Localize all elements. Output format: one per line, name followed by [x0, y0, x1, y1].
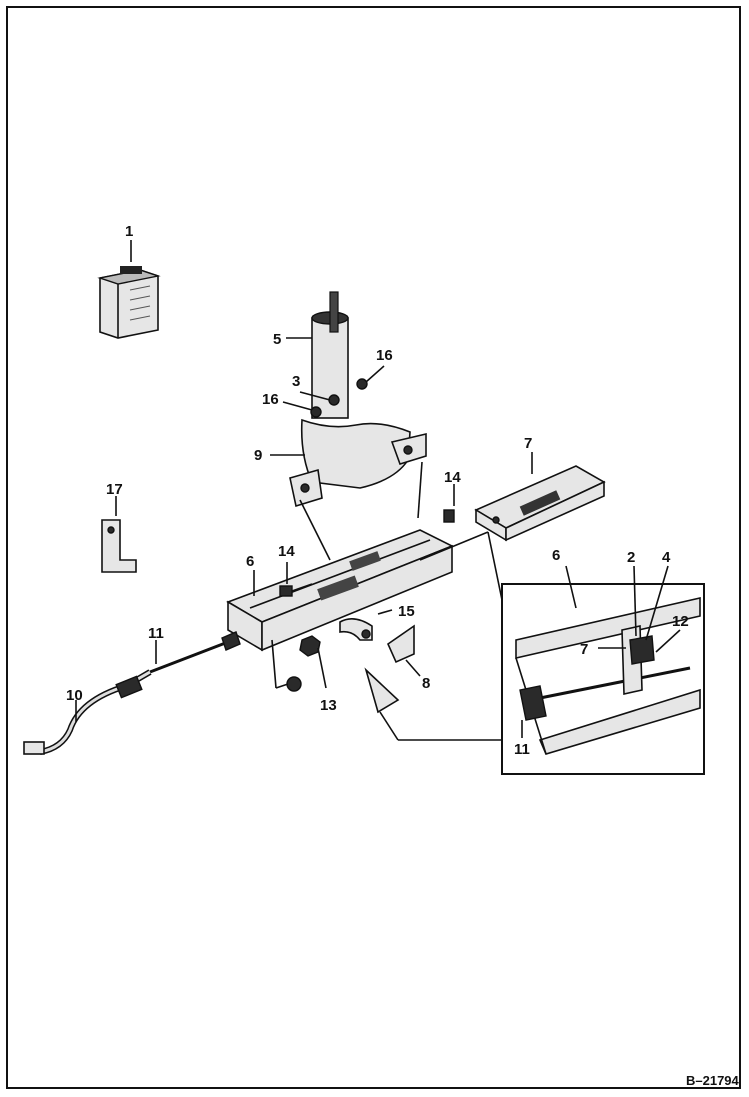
detail-inset	[501, 565, 705, 775]
detail-callout-2: 2	[627, 549, 635, 566]
part-17-bracket	[101, 496, 137, 573]
part-11-cable	[149, 631, 241, 674]
detail-callout-6: 6	[552, 547, 560, 564]
page-border	[6, 6, 741, 1089]
callout-14: 14	[278, 543, 295, 560]
detail-callout-4: 4	[662, 549, 671, 566]
callout-5: 5	[273, 331, 281, 348]
part-6-base-channel	[226, 529, 454, 652]
callout-14b: 14	[444, 469, 461, 486]
detail-callout-11: 11	[514, 741, 530, 758]
callout-9: 9	[254, 447, 262, 464]
callout-1: 1	[125, 223, 133, 240]
part-10-connector	[23, 669, 152, 755]
part-8-wedge	[364, 624, 421, 714]
part-7-plate	[474, 452, 606, 542]
callout-15: 15	[398, 603, 415, 620]
part-1-box	[97, 240, 161, 339]
part-15-clip	[339, 609, 393, 641]
part-3-16-fasteners	[282, 365, 385, 418]
callout-7: 7	[524, 435, 532, 452]
callout-8: 8	[422, 675, 430, 692]
callout-10: 10	[66, 687, 83, 704]
part-9-clamp	[270, 418, 427, 508]
detail-callout-12: 12	[672, 613, 689, 630]
figure-id: B–21794	[686, 1073, 740, 1088]
callout-16a: 16	[376, 347, 393, 364]
part-14-bolt	[279, 484, 455, 597]
callout-3: 3	[292, 373, 300, 390]
callout-13: 13	[320, 697, 337, 714]
callout-16b: 16	[262, 391, 279, 408]
part-13-nut	[271, 635, 327, 692]
callout-6: 6	[246, 553, 254, 570]
detail-callout-7: 7	[580, 641, 588, 658]
callout-11: 11	[148, 625, 164, 642]
callout-17: 17	[106, 481, 123, 498]
